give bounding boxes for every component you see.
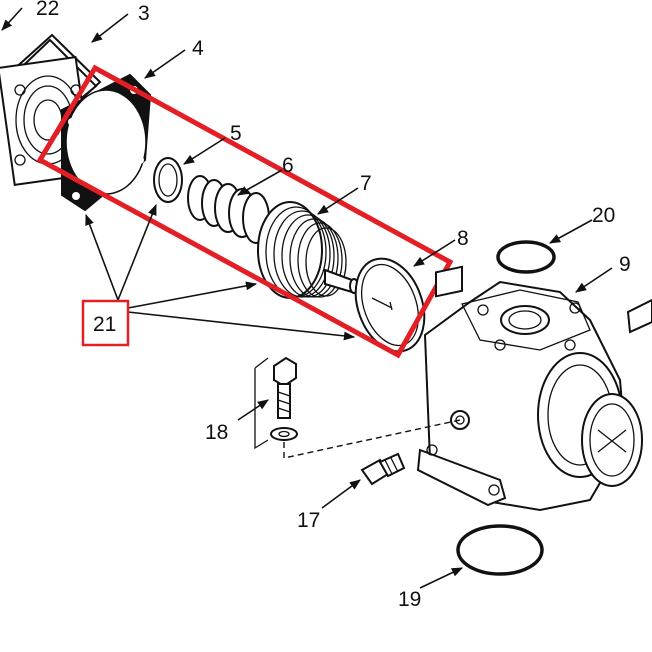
part-labels: 22 3 4 5 6 7 8 20 9 21 18 17 19 xyxy=(36,0,631,611)
fitting-part xyxy=(360,452,406,486)
leader-lines xyxy=(1,7,613,589)
label-20: 20 xyxy=(592,204,615,227)
bellows-part xyxy=(257,201,359,299)
label-17: 17 xyxy=(297,509,320,532)
label-22: 22 xyxy=(36,0,59,20)
label-19: 19 xyxy=(398,588,421,611)
highlight-box xyxy=(36,64,454,359)
small-o-ring-part xyxy=(153,157,183,203)
label-3: 3 xyxy=(138,2,150,25)
label-21-highlight xyxy=(81,299,130,347)
label-7: 7 xyxy=(360,172,372,195)
label-5: 5 xyxy=(230,122,242,145)
label-18: 18 xyxy=(205,421,228,444)
gasket-part xyxy=(61,73,152,212)
assembly-dashed-line xyxy=(283,419,461,459)
bolt-part xyxy=(254,356,298,450)
o-ring-20-part xyxy=(496,240,556,274)
label-9: 9 xyxy=(619,253,631,276)
o-ring-19-part xyxy=(456,524,544,576)
label-21: 21 xyxy=(93,313,116,336)
right-flange-part xyxy=(581,298,652,487)
label-8: 8 xyxy=(457,227,469,250)
label-6: 6 xyxy=(282,154,294,177)
disc-part xyxy=(354,257,426,353)
spring-part xyxy=(187,175,270,244)
label-4: 4 xyxy=(192,37,204,60)
